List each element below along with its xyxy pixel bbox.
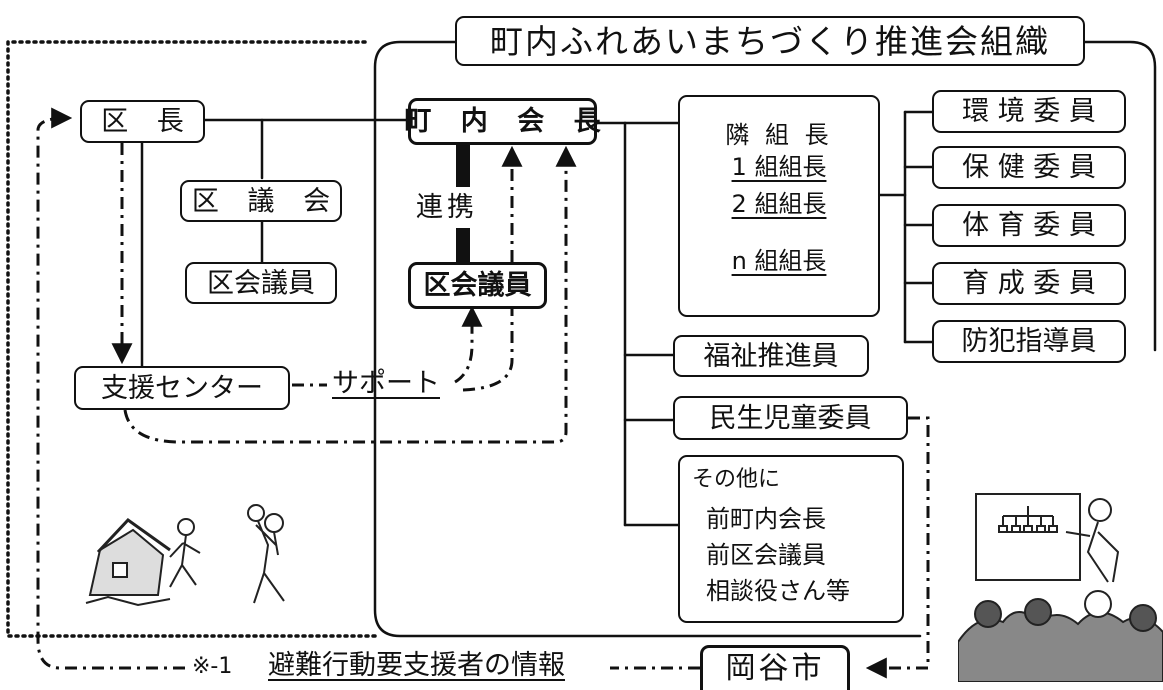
neighborhood-item: 2 組組長 — [731, 190, 827, 218]
neighborhood-title: 隣 組 長 — [725, 121, 833, 149]
support-center-box: 支援センター — [74, 366, 290, 410]
meeting-illustration — [958, 493, 1163, 682]
town-member-box: 区会議員 — [408, 262, 547, 309]
flow-info-to-ku — [36, 107, 185, 670]
minsei-box: 民生児童委員 — [673, 396, 908, 440]
others-item: 相談役さん等 — [706, 577, 850, 605]
organization-frame — [373, 40, 922, 638]
flow-support-up — [462, 145, 523, 392]
neighborhood-box: 隣 組 長 1 組組長 2 組組長 n 組組長 — [678, 95, 880, 317]
area-dotted-frame — [6, 40, 377, 638]
others-box: その他に 前町内会長 前区会議員 相談役さん等 — [678, 455, 904, 623]
others-intro: その他に — [692, 467, 781, 492]
link-label: 連携 — [416, 192, 478, 223]
footer-info: 避難行動要支援者の情報 — [268, 650, 565, 681]
link-bar-bottom — [456, 228, 470, 262]
neighborhood-item: 1 組組長 — [731, 153, 827, 181]
ku-member-box: 区会議員 — [185, 262, 337, 304]
neighborhood-item: n 組組長 — [731, 247, 827, 275]
town-chief-box: 町 内 会 長 — [404, 98, 601, 145]
committee-crime-prevention: 防犯指導員 — [932, 320, 1126, 363]
others-item: 前区会議員 — [706, 541, 826, 569]
flow-support-member — [454, 305, 483, 384]
organization-title: 町内ふれあいまちづくり推進会組織 — [455, 16, 1085, 66]
committee-environment: 環 境 委 員 — [932, 90, 1126, 133]
footer-note: ※-1 — [192, 654, 233, 679]
ku-council-box: 区 議 会 — [180, 180, 342, 222]
welfare-box: 福祉推進員 — [673, 335, 869, 377]
ku-chief-box: 区 長 — [80, 100, 205, 143]
flow-minsei-to-city — [865, 416, 930, 679]
organization-frame-right — [1083, 40, 1157, 352]
support-label: サポート — [332, 368, 440, 399]
city-box: 岡谷市 — [700, 645, 850, 690]
committee-youth: 育 成 委 員 — [932, 262, 1126, 305]
committee-sports: 体 育 委 員 — [932, 204, 1126, 247]
flow-center-to-town — [123, 145, 577, 444]
disaster-illustration — [85, 504, 285, 607]
others-item: 前町内会長 — [706, 505, 826, 533]
committee-health: 保 健 委 員 — [932, 146, 1126, 189]
link-bar-top — [456, 145, 470, 187]
